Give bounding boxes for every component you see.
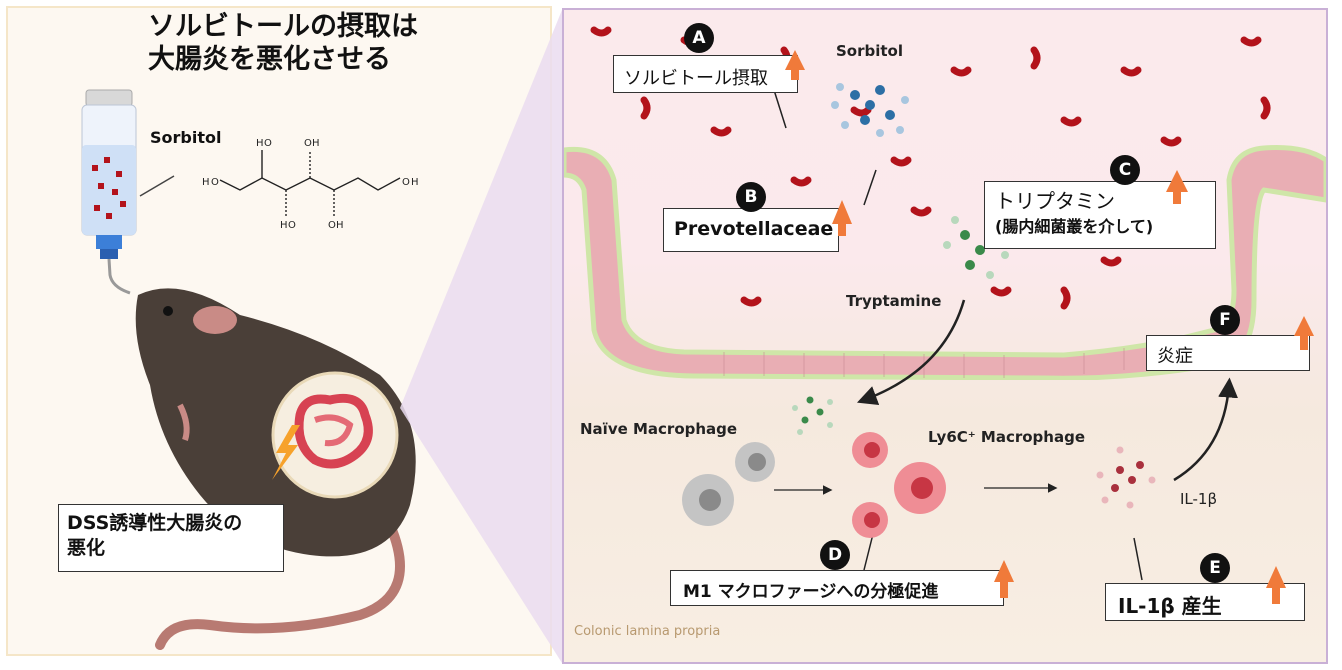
atom-label: O	[264, 138, 272, 149]
sorbitol-label-left: Sorbitol	[150, 128, 222, 147]
up-arrow-icon	[1166, 170, 1188, 204]
badge-d: D	[820, 540, 850, 570]
sorbitol-molecules	[831, 83, 909, 137]
atom-label: H	[336, 220, 344, 231]
badge-e: E	[1200, 553, 1230, 583]
atom-label: H	[312, 138, 320, 149]
atom-label: O	[288, 220, 296, 231]
naive-macrophage-label: Naïve Macrophage	[580, 420, 738, 438]
box-m1-polarization: M1 マクロファージへの分極促進	[670, 570, 1004, 606]
mouse-illustration	[135, 288, 416, 650]
dss-colitis-box: DSS誘導性大腸炎の 悪化	[58, 504, 284, 572]
atom-label: H	[411, 177, 419, 188]
box-sorbitol-intake: ソルビトール摂取	[613, 55, 798, 93]
flow-arrows	[773, 89, 1239, 581]
badge-f: F	[1210, 305, 1240, 335]
lamina-propria-caption: Colonic lamina propria	[574, 624, 721, 639]
box-inflammation: 炎症	[1146, 335, 1310, 371]
up-arrow-icon	[1294, 316, 1314, 350]
il1b-label: IL-1β	[1180, 490, 1218, 508]
atom-label: O	[328, 220, 336, 231]
page-title: ソルビトールの摂取は 大腸炎を悪化させる	[148, 11, 418, 75]
gut-microbiota-note: (腸内細菌叢を介して)	[995, 217, 1154, 236]
tryptamine-jp-label: トリプタミン	[995, 189, 1115, 213]
atom-label: H	[280, 220, 288, 231]
badge-a: A	[684, 23, 714, 53]
atom-label: H	[256, 138, 264, 149]
macrophage-cells	[682, 396, 1156, 538]
zoom-connector	[400, 10, 562, 663]
badge-c: C	[1110, 155, 1140, 185]
ly6c-macrophage-label: Ly6C⁺ Macrophage	[928, 428, 1085, 446]
up-arrow-icon	[1266, 566, 1286, 604]
sorbitol-structure-diagram: H O H O H O O H O H O H	[202, 138, 419, 231]
sorbitol-label: Sorbitol	[836, 42, 904, 60]
up-arrow-icon	[832, 200, 852, 236]
up-arrow-icon	[994, 560, 1014, 598]
up-arrow-icon	[785, 50, 805, 80]
atom-label: O	[402, 177, 410, 188]
atom-label: O	[304, 138, 312, 149]
atom-label: H	[202, 177, 210, 188]
atom-label: O	[211, 177, 219, 188]
badge-b: B	[736, 182, 766, 212]
water-bottle-illustration	[81, 89, 137, 295]
tryptamine-label: Tryptamine	[846, 292, 942, 310]
pointer-line	[139, 175, 175, 197]
box-il1b-production: IL-1β 産生	[1105, 583, 1305, 621]
